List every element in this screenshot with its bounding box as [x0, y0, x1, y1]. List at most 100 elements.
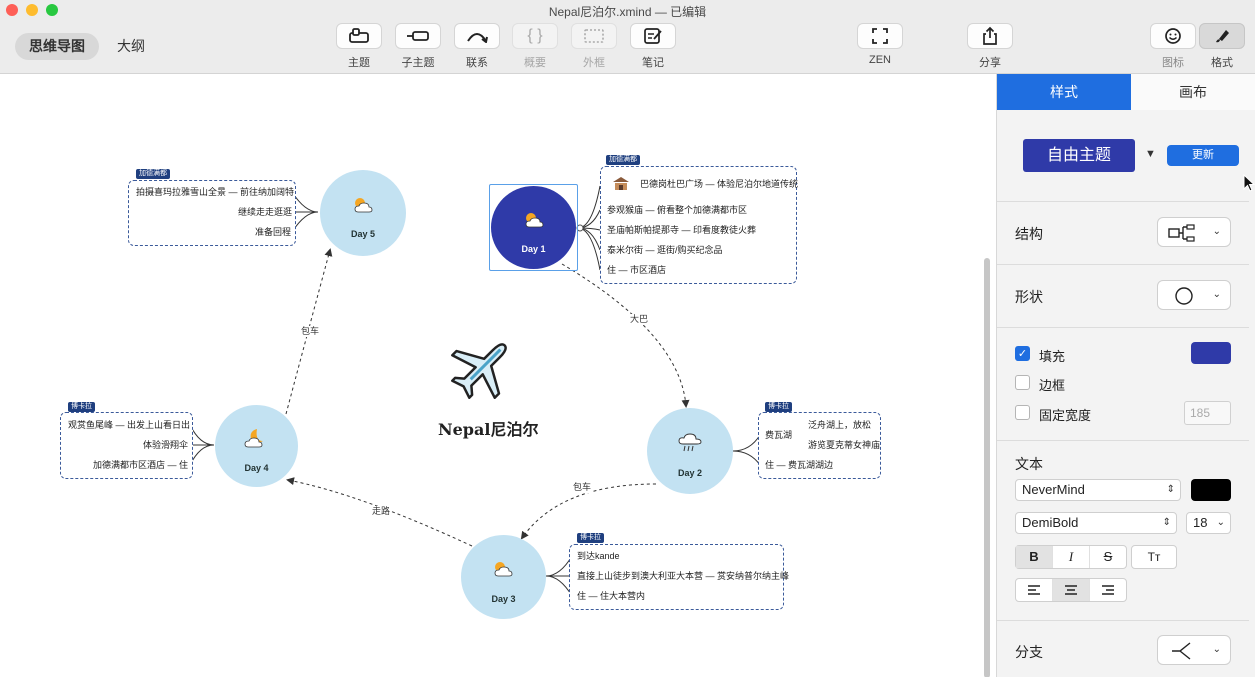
route-day1-day2[interactable] [561, 263, 690, 408]
day5-item-1[interactable]: 拍摄喜玛拉雅雪山全景 — 前往纳加阔特 [136, 187, 295, 197]
font-size-select[interactable]: 18 ⌄ [1186, 512, 1231, 534]
day5-item-3[interactable]: 准备回程 [255, 227, 292, 237]
day1-item-4[interactable]: 泰米尔街 — 逛街/购买纪念品 [607, 245, 723, 255]
strikethrough-button[interactable]: S [1103, 549, 1113, 564]
mind-map-canvas[interactable]: Nepal尼泊尔 Day 1 加德满都 巴德岗杜巴广场 — 体验尼泊尔地道传统 … [0, 74, 982, 677]
day2-item-1[interactable]: 费瓦湖 [765, 430, 793, 440]
branch-dropdown[interactable]: ⌄ [1157, 635, 1231, 665]
section-divider [997, 440, 1249, 441]
relationship-button[interactable]: 联系 [452, 23, 502, 70]
day1-item-5[interactable]: 住 — 市区酒店 [607, 265, 667, 275]
icons-panel-button[interactable]: 图标 [1148, 23, 1198, 70]
text-case-dropdown[interactable]: Tт [1131, 545, 1177, 569]
structure-dropdown[interactable]: ⌄ [1157, 217, 1231, 247]
font-family-select[interactable]: NeverMind ⇕ [1015, 479, 1181, 501]
share-icon [983, 26, 997, 45]
day5-boundary[interactable] [128, 180, 296, 246]
theme-dropdown-arrow[interactable]: ▼ [1145, 148, 1156, 160]
route-day3-day4[interactable] [286, 477, 473, 547]
bold-button[interactable]: B [1016, 546, 1053, 568]
update-theme-button[interactable]: 更新 [1167, 145, 1239, 166]
zen-button[interactable]: ZEN [855, 23, 905, 66]
fixed-width-label: 固定宽度 [1039, 408, 1092, 423]
section-divider [997, 264, 1249, 265]
day4-label: Day 4 [244, 463, 269, 473]
zen-label: ZEN [869, 54, 891, 66]
align-left-button[interactable] [1016, 579, 1053, 601]
chevron-down-icon: ⌄ [1212, 226, 1221, 237]
font-size-value: 18 [1193, 515, 1208, 530]
section-divider [997, 620, 1249, 621]
zoom-window-button[interactable] [46, 4, 58, 16]
font-weight-value: DemiBold [1022, 515, 1079, 530]
day4-branches [189, 424, 215, 466]
topic-label: 主题 [348, 57, 370, 69]
day1-item-1[interactable]: 巴德岗杜巴广场 — 体验尼泊尔地道传统 [640, 179, 799, 189]
fill-color-swatch[interactable] [1191, 342, 1231, 364]
note-button[interactable]: 笔记 [628, 23, 678, 70]
align-center-button[interactable] [1053, 579, 1090, 601]
mouse-cursor-icon [1243, 174, 1255, 192]
align-right-icon [1102, 585, 1114, 595]
day5-tag: 加德满都 [136, 169, 170, 179]
route-label-car-2[interactable]: 包车 [300, 326, 321, 337]
minimize-window-button[interactable] [26, 4, 38, 16]
day3-topic[interactable]: Day 3 [461, 535, 546, 619]
italic-button[interactable]: I [1053, 546, 1090, 568]
day3-item-1[interactable]: 到达kande [577, 551, 620, 561]
canvas-scrollbar[interactable] [984, 258, 990, 677]
day2-boundary[interactable] [758, 412, 881, 479]
tab-mind-map[interactable]: 思维导图 [15, 33, 99, 60]
align-right-button[interactable] [1090, 579, 1126, 601]
fill-checkbox[interactable]: ✓ [1015, 346, 1030, 361]
boundary-button[interactable]: 外框 [569, 23, 619, 70]
day2-item-3[interactable]: 游览夏克蒂女神庙 [808, 440, 881, 450]
day4-item-1[interactable]: 观赏鱼尾峰 — 出发上山看日出 [68, 420, 191, 430]
fixed-width-checkbox[interactable] [1015, 405, 1030, 420]
relationship-label: 联系 [466, 57, 488, 69]
tab-outline[interactable]: 大纲 [117, 38, 145, 54]
topic-button[interactable]: 主题 [334, 23, 384, 70]
day1-item-3[interactable]: 圣庙帕斯帕提那寺 — 印看度教徒火葬 [607, 225, 757, 235]
route-label-bus[interactable]: 大巴 [629, 314, 650, 325]
day5-item-2[interactable]: 继续走走逛逛 [238, 207, 293, 217]
tab-canvas[interactable]: 画布 [1131, 74, 1255, 110]
shape-label: 形状 [1015, 289, 1043, 305]
tab-style[interactable]: 样式 [997, 74, 1131, 110]
day2-item-2[interactable]: 泛舟湖上，放松 [808, 420, 872, 430]
day3-item-2[interactable]: 直接上山徒步到澳大利亚大本营 — 赏安纳普尔纳主峰 [577, 571, 790, 581]
day3-boundary[interactable] [569, 544, 784, 610]
format-label: 格式 [1211, 57, 1233, 69]
day4-item-2[interactable]: 体验滑翔伞 [143, 440, 189, 450]
central-topic[interactable]: Nepal尼泊尔 [438, 420, 539, 439]
text-label: 文本 [1015, 456, 1043, 472]
theme-preview[interactable]: 自由主题 [1023, 139, 1135, 172]
shape-dropdown[interactable]: ⌄ [1157, 280, 1231, 310]
border-checkbox[interactable] [1015, 375, 1030, 390]
day1-topic[interactable]: Day 1 [491, 186, 576, 269]
chevron-down-icon: ⌄ [1212, 644, 1221, 655]
day1-boundary[interactable] [600, 166, 797, 284]
icons-label: 图标 [1162, 57, 1184, 69]
text-color-swatch[interactable] [1191, 479, 1231, 501]
fixed-width-input[interactable]: 185 [1184, 401, 1231, 425]
format-panel: 样式 画布 自由主题 ▼ 更新 结构 ⌄ 形状 ⌄ ✓ 填充 边框 固定宽度 1… [996, 74, 1255, 677]
route-day4-day5[interactable] [285, 248, 333, 415]
branch-label: 分支 [1015, 644, 1043, 660]
font-weight-select[interactable]: DemiBold ⇕ [1015, 512, 1177, 534]
day4-item-3[interactable]: 加德满都市区酒店 — 住 [93, 460, 189, 470]
summary-button[interactable]: { } 概要 [510, 23, 560, 70]
route-label-walk[interactable]: 走路 [371, 506, 392, 517]
share-button[interactable]: 分享 [965, 23, 1015, 70]
day3-item-3[interactable]: 住 — 住大本营内 [577, 591, 646, 601]
day2-item-4[interactable]: 住 — 费瓦湖湖边 [765, 460, 834, 470]
day5-topic[interactable]: Day 5 [320, 170, 406, 256]
day4-topic[interactable]: Day 4 [215, 405, 298, 487]
subtopic-button[interactable]: 子主题 [393, 23, 443, 70]
route-label-car[interactable]: 包车 [572, 482, 593, 493]
day2-topic[interactable]: Day 2 [647, 408, 733, 494]
day1-item-2[interactable]: 参观猴庙 — 俯看整个加德满都市区 [607, 205, 748, 215]
format-panel-button[interactable]: 格式 [1197, 23, 1247, 70]
day4-boundary[interactable] [60, 412, 193, 479]
close-window-button[interactable] [6, 4, 18, 16]
